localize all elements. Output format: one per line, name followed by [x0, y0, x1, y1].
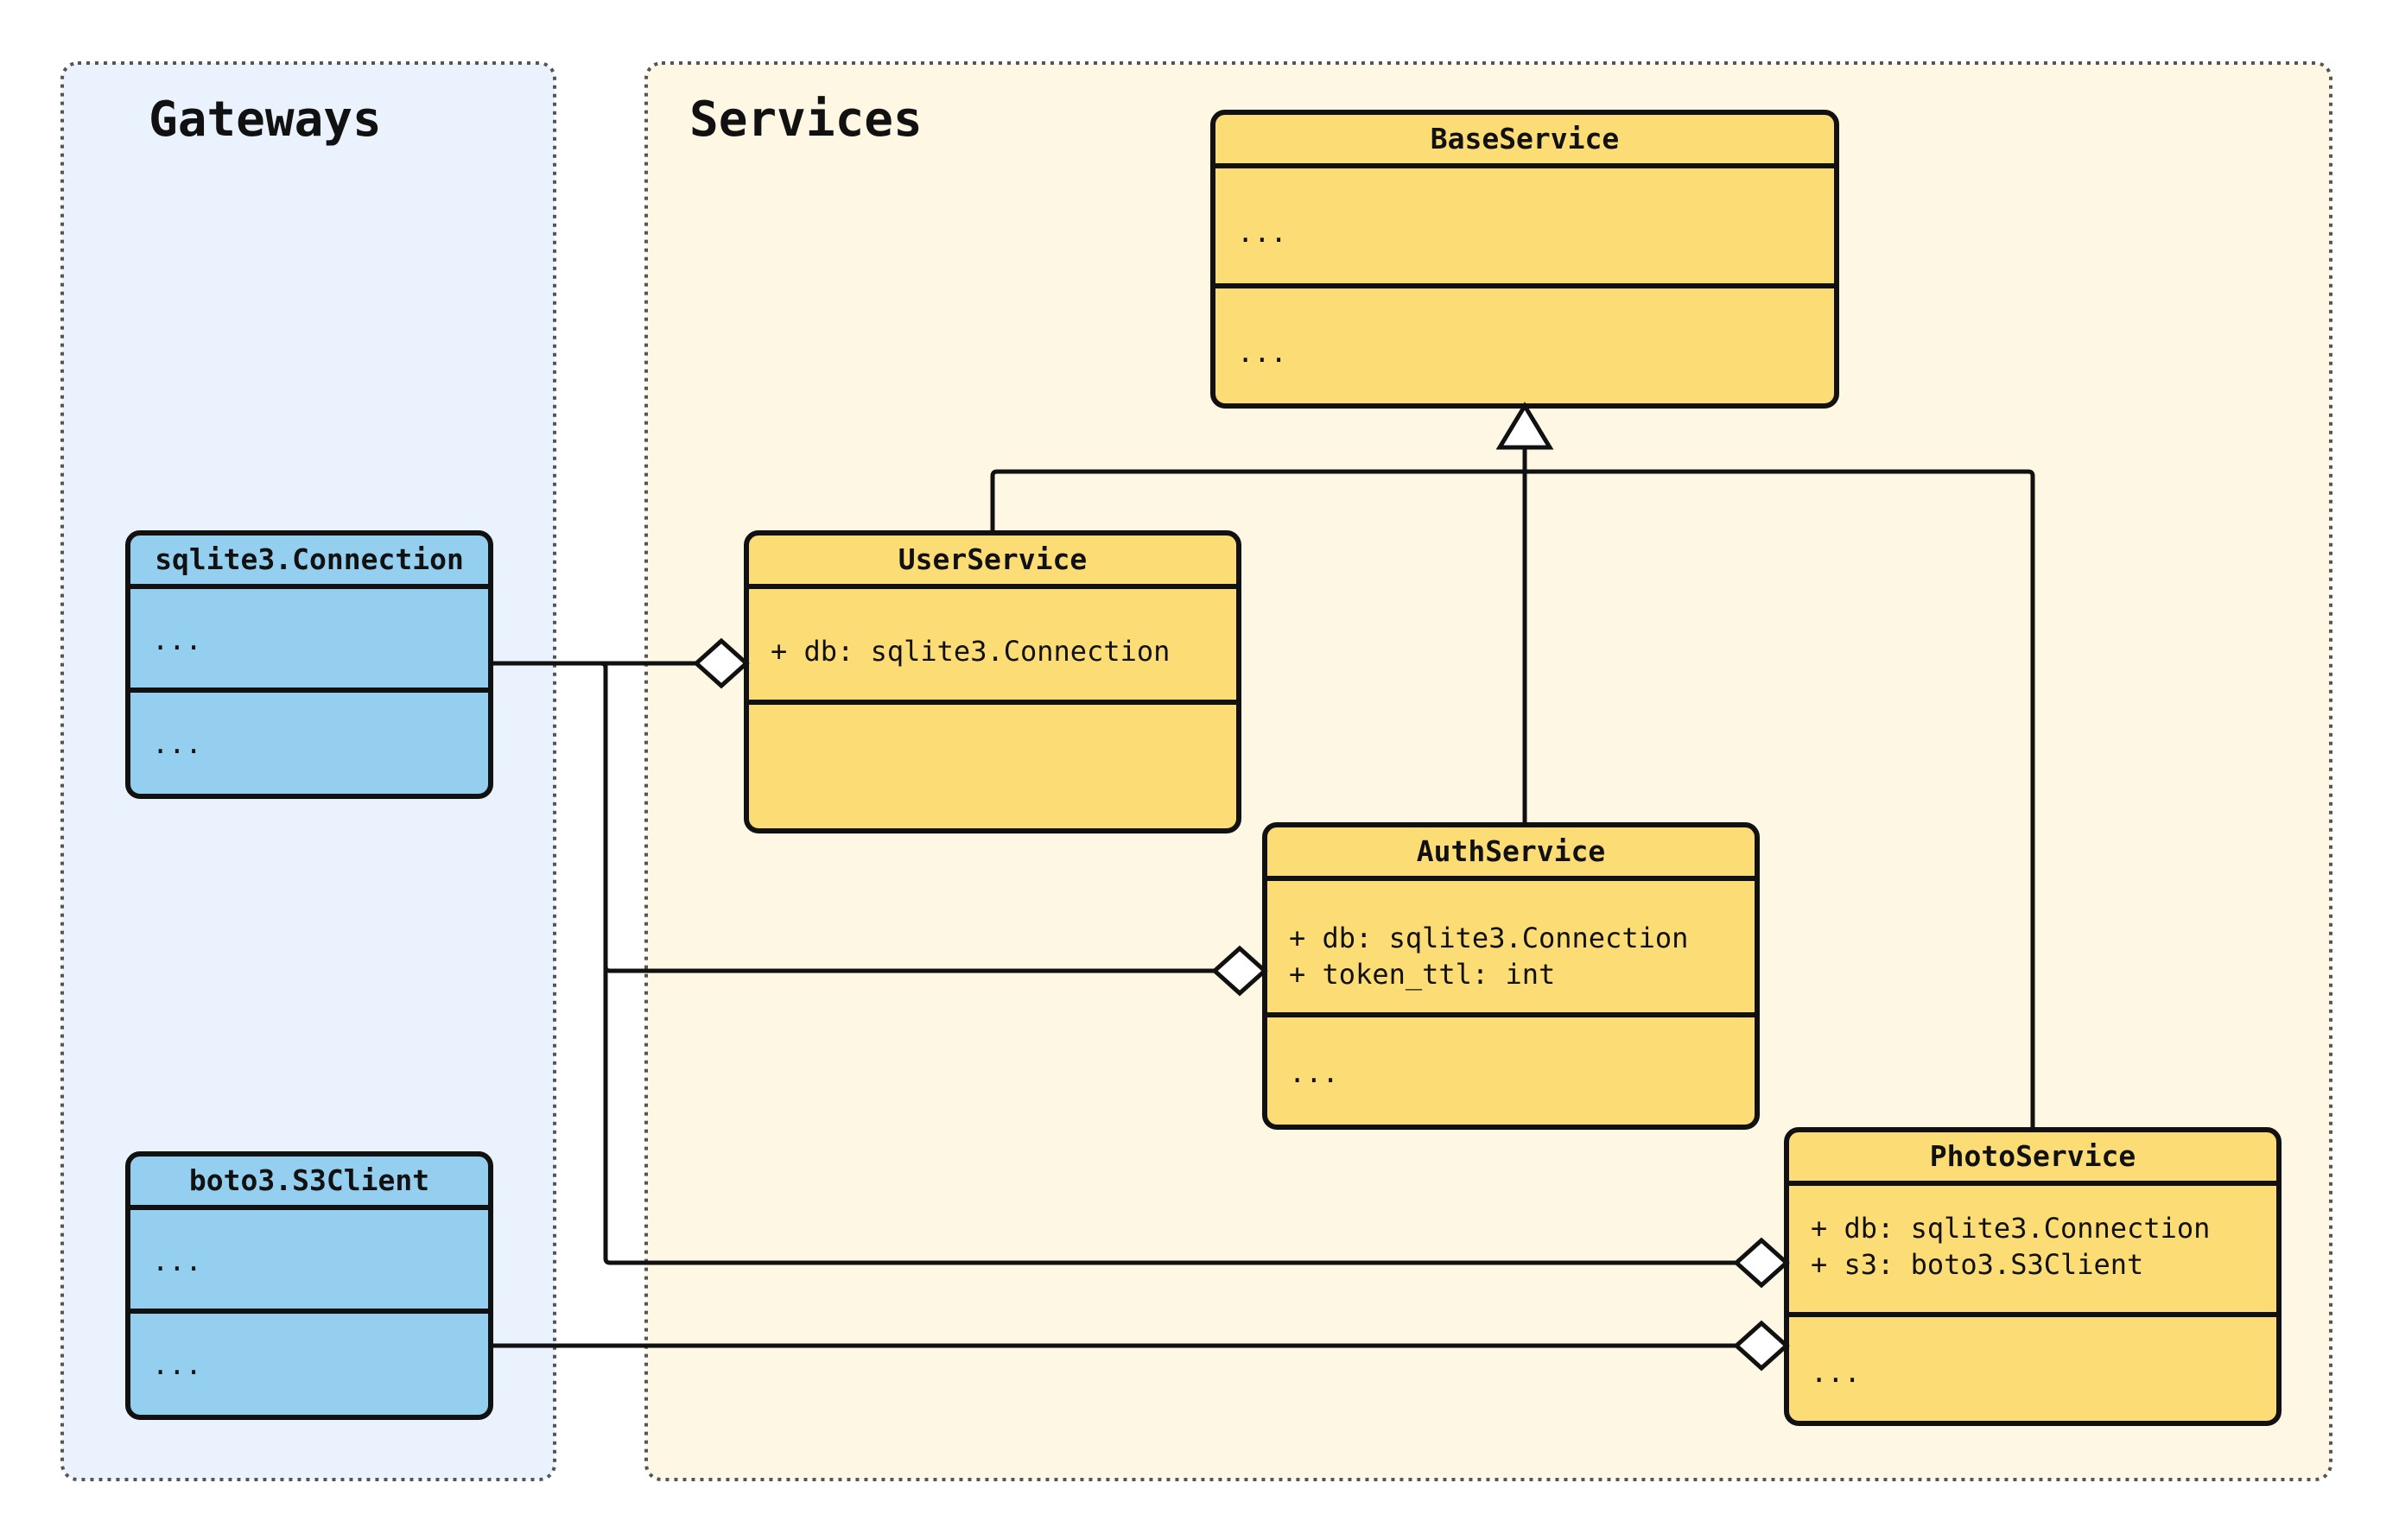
class-auth-service[interactable]: AuthService + db: sqlite3.Connection + t…	[1262, 822, 1760, 1130]
class-box	[125, 530, 493, 799]
aggregation-diamond-icon-photo-s3	[1733, 1320, 1790, 1372]
class-title: AuthService	[1417, 834, 1606, 868]
aggregation-diamond-icon-auth-db	[1211, 945, 1268, 997]
class-method-row: ...	[1811, 1356, 1861, 1389]
class-box	[744, 530, 1241, 833]
class-method-row: ...	[1237, 336, 1287, 369]
class-attribute-row-2: + s3: boto3.S3Client	[1811, 1248, 2143, 1281]
class-attribute-row-1: + db: sqlite3.Connection	[1811, 1212, 2210, 1245]
class-title: sqlite3.Connection	[155, 542, 464, 576]
class-title: PhotoService	[1930, 1139, 2136, 1173]
class-attribute-row: ...	[152, 1245, 202, 1277]
aggregation-diamond-icon-photo-db	[1733, 1237, 1790, 1289]
package-gateways-title: Gateways	[149, 92, 382, 148]
aggregation-diamond-icon-user-db	[693, 637, 750, 689]
class-attribute-row: ...	[1237, 216, 1287, 249]
class-photo-service[interactable]: PhotoService + db: sqlite3.Connection + …	[1784, 1127, 2282, 1426]
relationship-markers	[693, 402, 1790, 1372]
class-method-row: ...	[1289, 1056, 1339, 1089]
class-user-service[interactable]: UserService + db: sqlite3.Connection	[744, 530, 1241, 833]
class-box	[1210, 110, 1839, 409]
package-services-title: Services	[689, 92, 923, 148]
class-box	[1784, 1127, 2282, 1426]
class-sqlite3-connection[interactable]: sqlite3.Connection ... ...	[125, 530, 493, 799]
class-attribute-row: + db: sqlite3.Connection	[771, 635, 1170, 668]
class-method-row: ...	[152, 1348, 202, 1381]
class-title: UserService	[898, 542, 1088, 576]
edge-generalization-photo-to-base	[1525, 469, 2035, 1130]
class-boto3-s3client[interactable]: boto3.S3Client ... ...	[125, 1151, 493, 1420]
package-services: Services	[644, 61, 2332, 1481]
edge-generalization-user-to-base	[990, 469, 1525, 533]
class-box	[1262, 822, 1760, 1130]
class-title: boto3.S3Client	[189, 1163, 429, 1197]
class-attribute-row: ...	[152, 624, 202, 656]
class-method-row: ...	[152, 727, 202, 760]
class-title: BaseService	[1431, 122, 1620, 155]
package-services-background	[644, 61, 2332, 1481]
generalization-triangle-icon	[1495, 402, 1554, 450]
class-attribute-row-2: + token_ttl: int	[1289, 958, 1555, 991]
class-box	[125, 1151, 493, 1420]
edge-aggregation-sqlite-to-photo	[491, 661, 1787, 1265]
class-attribute-row-1: + db: sqlite3.Connection	[1289, 922, 1688, 954]
class-base-service[interactable]: BaseService ... ...	[1210, 110, 1839, 409]
